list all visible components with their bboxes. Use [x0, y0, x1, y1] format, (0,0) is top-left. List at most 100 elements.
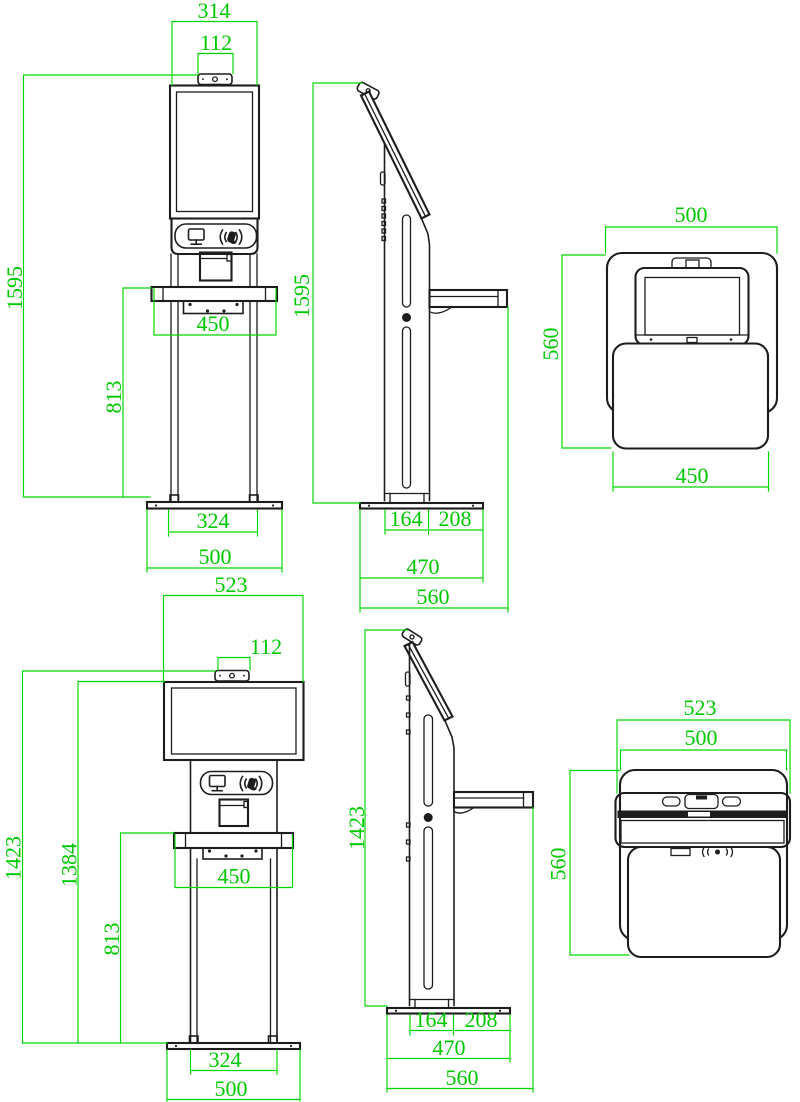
dim-label: 470 — [433, 1035, 466, 1060]
dim-label: 560 — [538, 328, 563, 361]
dim-b-side-base-depth: 470 — [386, 1014, 511, 1093]
dims-a-side: 1595 164 208 470 560 — [289, 82, 509, 613]
shelf-a-front — [150, 285, 279, 303]
screen-b-front — [162, 680, 305, 762]
dim-label: 560 — [446, 1065, 479, 1090]
screen-a-front — [168, 84, 261, 220]
mount-hole-b — [423, 813, 433, 822]
contactless-payment-icon — [219, 229, 243, 245]
dims-a-top: 500 560 450 — [538, 202, 778, 492]
dim-label: 324 — [197, 508, 230, 533]
dim-b-top-total-depth: 560 — [546, 769, 630, 956]
dim-label: 450 — [676, 463, 709, 488]
shelf-a-top — [611, 342, 770, 450]
dim-b-front-camera-width: 112 — [217, 634, 282, 671]
dim-label: 523 — [215, 572, 248, 597]
shelf-b-side — [452, 790, 535, 814]
dims-b-front: 523 112 1423 1384 813 450 324 500 — [1, 572, 304, 1102]
dims-b-side: 1423 164 208 470 560 — [344, 629, 534, 1093]
dim-a-front-shelf-height: 813 — [101, 287, 152, 498]
pos-monitor-icon — [187, 228, 205, 245]
dim-label: 1384 — [57, 843, 82, 887]
dim-a-front-shelf-width: 450 — [153, 288, 277, 336]
screen-a-top — [634, 266, 750, 347]
dim-b-front-height: 1423 — [1, 670, 216, 1044]
pole-b-side — [404, 643, 455, 1009]
dim-label: 450 — [218, 864, 251, 889]
dim-b-side-column-depth: 164 208 — [409, 1007, 511, 1036]
camera-b-top — [684, 793, 719, 810]
cable-slot-b-upper — [423, 714, 434, 807]
contactless-payment-icon-b — [239, 775, 263, 792]
speaker-left-top — [661, 796, 681, 807]
dim-b-front-shelf-width: 450 — [174, 834, 294, 889]
cable-slot-a-upper — [401, 214, 412, 308]
shelf-a-side — [428, 288, 509, 314]
dim-label: 500 — [685, 725, 718, 750]
dim-label: 314 — [198, 0, 231, 23]
dim-label: 813 — [101, 381, 126, 414]
dim-a-side-total-depth: 560 — [359, 306, 509, 613]
shelf-b-front — [172, 831, 295, 850]
kiosk-a-top-view — [605, 251, 779, 450]
screen-b-front-panel — [170, 687, 297, 755]
dim-label: 1595 — [289, 274, 314, 318]
dim-a-front-column-width: 324 — [167, 508, 259, 537]
dim-label: 1595 — [2, 266, 27, 310]
dim-label: 500 — [199, 544, 232, 569]
cable-slot-a-lower — [401, 326, 412, 489]
dim-b-front-screen-width: 523 — [162, 572, 304, 683]
dim-a-top-base-width: 500 — [604, 202, 778, 254]
base-b-front — [165, 1041, 302, 1051]
dim-label: 500 — [675, 202, 708, 227]
dim-label: 813 — [99, 923, 124, 956]
dim-a-front-height: 1595 — [2, 74, 199, 498]
dim-b-side-total-depth: 560 — [386, 806, 534, 1093]
dim-b-side-height: 1423 — [344, 629, 408, 1007]
dim-a-side-column-depth: 164 208 — [384, 506, 484, 535]
device-panel-b — [199, 770, 274, 796]
dim-a-front-camera-width: 112 — [197, 30, 234, 75]
printer-a — [198, 251, 233, 282]
screen-b-top-frame — [620, 819, 785, 844]
kiosk-a-side-view — [356, 81, 509, 510]
dim-label: 112 — [200, 30, 232, 55]
dim-label-front-offset: 208 — [465, 1007, 498, 1032]
dim-a-front-width: 314 — [171, 0, 258, 86]
kiosk-b-front-view — [162, 669, 305, 1051]
camera-b-side — [401, 628, 423, 646]
kiosk-a-front-view — [145, 73, 284, 510]
printer-b — [218, 798, 250, 828]
foot-b-right — [267, 1035, 278, 1044]
dim-a-top-shelf-width: 450 — [612, 451, 770, 492]
shelf-bracket-a — [182, 300, 244, 315]
dim-label: 450 — [197, 311, 230, 336]
dim-label: 324 — [209, 1047, 242, 1072]
base-a-front — [145, 500, 284, 510]
dim-a-front-base-width: 500 — [146, 509, 283, 573]
speaker-right-top — [721, 796, 742, 807]
screen-a-front-panel — [175, 91, 254, 213]
dim-a-side-base-depth: 470 — [359, 509, 484, 613]
pos-monitor-icon-b — [208, 774, 226, 792]
dim-label-front-offset: 208 — [439, 506, 472, 531]
dims-b-top: 523 500 560 — [546, 695, 791, 956]
dim-b-front-shelf-height: 813 — [99, 832, 175, 1044]
panel-peek-b-top — [670, 846, 734, 858]
dims-a-front: 314 112 1595 813 450 324 500 — [2, 0, 283, 573]
dim-b-front-screen-top-height: 1384 — [57, 680, 165, 1044]
device-panel-a — [174, 223, 258, 249]
mount-hole-a — [402, 313, 411, 322]
shelf-b-top — [626, 845, 782, 959]
kiosk-b-top-view — [614, 768, 792, 959]
dim-label: 523 — [684, 695, 717, 720]
dim-label: 1423 — [1, 836, 26, 880]
dim-label: 164 — [415, 1007, 448, 1032]
dim-label: 112 — [250, 634, 282, 659]
pole-a-side — [379, 143, 431, 504]
cable-slot-b-lower — [423, 826, 434, 990]
pole-b-front — [189, 759, 278, 1043]
dim-b-front-base-width: 500 — [166, 1049, 301, 1102]
